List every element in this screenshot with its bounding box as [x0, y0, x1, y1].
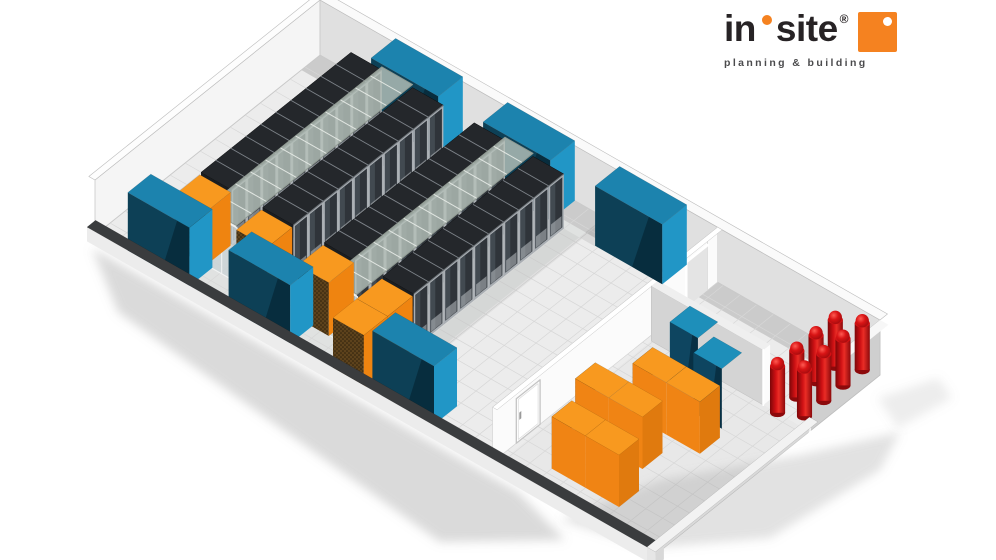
exterior-shadow — [878, 378, 952, 428]
logo-square-icon — [857, 12, 897, 52]
server-rack-row — [382, 156, 565, 349]
logo-square-dot-icon — [882, 17, 892, 26]
gas-bottle — [796, 360, 813, 421]
logo: in site ® planning & building — [724, 10, 954, 69]
floor-shadow — [414, 228, 582, 355]
back-left-wall-cap — [88, 0, 321, 181]
logo-wordmark: in site ® — [724, 10, 954, 52]
exterior-shadow — [92, 248, 565, 542]
room-door — [515, 379, 541, 444]
gas-bottle — [769, 356, 786, 418]
crac-unit — [372, 312, 458, 425]
logo-word-site: site — [775, 8, 838, 49]
ups-cabinet-orange — [585, 419, 640, 507]
crac-unit — [594, 166, 688, 285]
gas-room-wall-end — [763, 344, 771, 405]
partition-doorway-opening — [686, 245, 708, 308]
logo-registered-mark: ® — [839, 12, 849, 26]
gas-bottle — [854, 314, 870, 375]
logo-subtitle: planning & building — [724, 57, 868, 69]
gas-bottle — [816, 344, 832, 406]
crac-unit — [127, 173, 213, 287]
gas-bottle — [835, 329, 851, 390]
logo-word-in: in — [724, 8, 756, 49]
gas-room-wall-cap — [651, 280, 771, 350]
right-front-wall-cut — [646, 416, 819, 560]
ups-cabinet-orange — [666, 366, 721, 454]
crac-unit — [228, 231, 314, 344]
ups-cabinet-orange — [551, 400, 606, 488]
logo-dot-icon — [761, 15, 772, 25]
